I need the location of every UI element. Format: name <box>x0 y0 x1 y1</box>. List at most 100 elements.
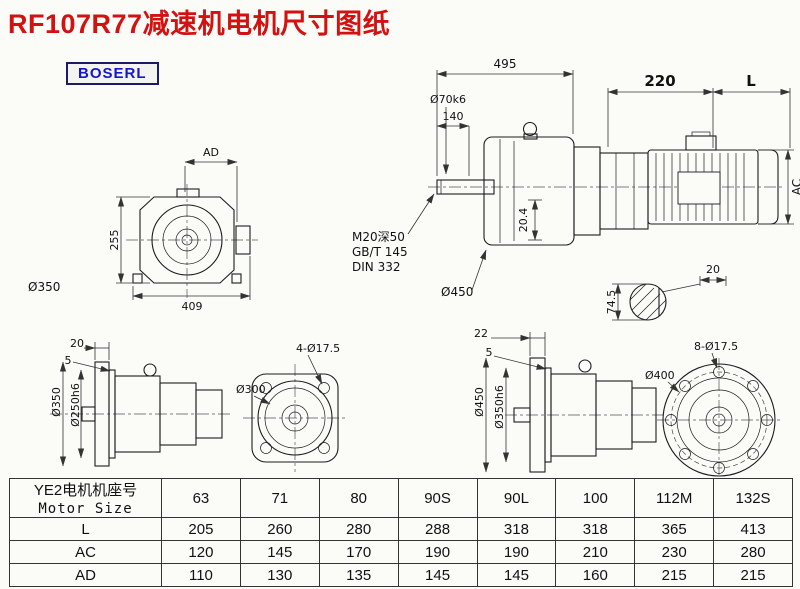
dim-value-cell: 160 <box>555 563 636 587</box>
flange-b-front-view: 4-Ø17.5 Ø300 <box>236 342 347 472</box>
dim-label-flange-b-20: 20 <box>70 337 84 350</box>
table-header-row: YE2电机机座号 Motor Size 63 71 80 90S 90L 100… <box>9 478 793 518</box>
motor-size-header-en: Motor Size <box>38 501 133 517</box>
dim-label-shaft-dia: Ø70k6 <box>430 93 466 106</box>
output-shaft <box>436 179 495 195</box>
flange-c-front-view: Ø400 8-Ø17.5 <box>645 340 781 478</box>
bolt-hole <box>318 382 330 394</box>
table-row-AC: AC 120 145 170 190 190 210 230 280 <box>9 540 793 564</box>
dim-label-flange-c-front-holes: 8-Ø17.5 <box>694 340 738 353</box>
page-title: RF107R77减速机电机尺寸图纸 <box>8 9 391 39</box>
bolt-hole <box>260 442 272 454</box>
motor-nameplate <box>677 171 721 205</box>
dim-label-keyway-20: 20 <box>706 263 720 276</box>
dim-label-ac: AC <box>790 179 800 195</box>
assembly-side-view: 495 140 Ø70k6 M20深50 GB/T 145 DIN 332 Ø4… <box>352 57 800 321</box>
adapter-flange <box>573 146 601 236</box>
table-row-AD: AD 110 130 135 145 145 160 215 215 <box>9 563 793 587</box>
bore-note-line2: GB/T 145 <box>352 245 408 259</box>
dim-value-cell: 145 <box>397 563 478 587</box>
dim-20-4: 20.4 <box>517 199 542 241</box>
dim-ac: AC <box>760 149 800 225</box>
flange-b-square <box>251 373 339 463</box>
flange-c-bolt-holes <box>665 366 773 474</box>
dim-flange-c-dias: Ø450 Ø350h6 <box>473 357 510 473</box>
dim-label-ad: AD <box>203 146 219 159</box>
adapter-bell <box>599 152 649 230</box>
dim-flange-c-front-dia: Ø400 <box>645 369 680 393</box>
dim-value-cell: 288 <box>397 517 478 541</box>
dim-label-flange-b-holes: 4-Ø17.5 <box>296 342 340 355</box>
row-label: AD <box>9 563 162 587</box>
dim-label-flange-b-spigot: Ø250h6 <box>69 383 82 427</box>
dim-409: 409 <box>132 256 251 313</box>
motor-size-table: YE2电机机座号 Motor Size 63 71 80 90S 90L 100… <box>9 478 793 587</box>
dim-label-255: 255 <box>108 230 121 251</box>
dim-label-flange-c-front-dia: Ø400 <box>645 369 675 382</box>
bolt-hole <box>260 382 272 394</box>
dim-flange-b-5: 5 <box>65 354 111 372</box>
shaft-bore-note: M20深50 GB/T 145 DIN 332 <box>352 193 435 274</box>
dim-value-cell: 280 <box>318 517 399 541</box>
dim-label-flange-dia: Ø450 <box>441 285 473 299</box>
size-col-header: 90L <box>476 478 557 518</box>
motor-size-header-cell: YE2电机机座号 Motor Size <box>9 478 162 518</box>
flange-c-eyebolt <box>578 359 592 373</box>
fan-cowl <box>758 149 779 225</box>
size-col-header: 132S <box>713 478 793 518</box>
dim-label-housing-dia: Ø350 <box>28 280 60 294</box>
junction-box <box>235 225 251 255</box>
table-row-L: L 205 260 280 288 318 318 365 413 <box>9 517 793 541</box>
dim-value-cell: 215 <box>713 563 793 587</box>
dim-value-cell: 260 <box>239 517 320 541</box>
dim-value-cell: 170 <box>318 540 399 564</box>
dim-value-cell: 365 <box>634 517 715 541</box>
dim-label-flange-c-spigot: Ø350h6 <box>493 385 506 429</box>
flange-b-side-view: 20 5 Ø350 Ø250h6 <box>50 337 230 467</box>
flange-c-side-view: 22 5 Ø450 Ø350h6 <box>473 327 664 473</box>
shaft-section-detail: 74.5 20 <box>605 263 727 321</box>
dim-value-cell: 145 <box>476 563 557 587</box>
dim-flange-c-5: 5 <box>486 346 547 370</box>
section-hatching <box>630 284 666 320</box>
row-label: AC <box>9 540 162 564</box>
dim-label-L: L <box>746 72 756 90</box>
dim-140: 140 <box>436 110 470 176</box>
dim-label-flange-b-front-dia: Ø300 <box>236 383 266 396</box>
size-col-header: 80 <box>318 478 399 518</box>
bore-note-line1: M20深50 <box>352 230 405 244</box>
gearbox-housing-outline <box>139 196 235 284</box>
flange-b-eyebolt <box>143 363 157 377</box>
dim-flange-b-20: 20 <box>70 337 110 360</box>
dim-value-cell: 190 <box>397 540 478 564</box>
brand-logo: BOSERL <box>66 62 159 85</box>
size-col-header: 63 <box>161 478 241 518</box>
row-label: L <box>9 517 162 541</box>
dim-220-L: 220 L <box>607 72 791 148</box>
dim-value-cell: 135 <box>318 563 399 587</box>
gearbox-front-view: AD 255 409 Ø350 <box>28 146 258 313</box>
dim-value-cell: 215 <box>634 563 715 587</box>
dim-shaft-dia: Ø70k6 <box>430 93 466 175</box>
size-col-header: 71 <box>239 478 320 518</box>
dim-value-cell: 110 <box>161 563 241 587</box>
dim-label-flange-c-22: 22 <box>474 327 488 340</box>
shaft-section-circle <box>629 283 667 321</box>
housing-foot-left <box>132 273 143 284</box>
dim-flange-c-22: 22 <box>474 327 546 356</box>
dim-label-140: 140 <box>443 110 464 123</box>
dim-value-cell: 130 <box>239 563 320 587</box>
size-col-header: 90S <box>397 478 478 518</box>
dim-flange-b-holes: 4-Ø17.5 <box>296 342 340 385</box>
dim-label-495: 495 <box>494 57 517 71</box>
size-col-header: 112M <box>634 478 715 518</box>
dim-label-flange-b-5: 5 <box>65 354 72 367</box>
lifting-eyebolt <box>522 121 538 137</box>
dim-value-cell: 413 <box>713 517 793 541</box>
dim-flange-c-front-holes: 8-Ø17.5 <box>694 340 738 369</box>
dim-ad: AD <box>184 146 238 222</box>
dim-value-cell: 280 <box>713 540 793 564</box>
dim-value-cell: 210 <box>555 540 636 564</box>
dim-flange-b-dias: Ø350 Ø250h6 <box>50 361 85 467</box>
housing-foot-right <box>231 273 242 284</box>
